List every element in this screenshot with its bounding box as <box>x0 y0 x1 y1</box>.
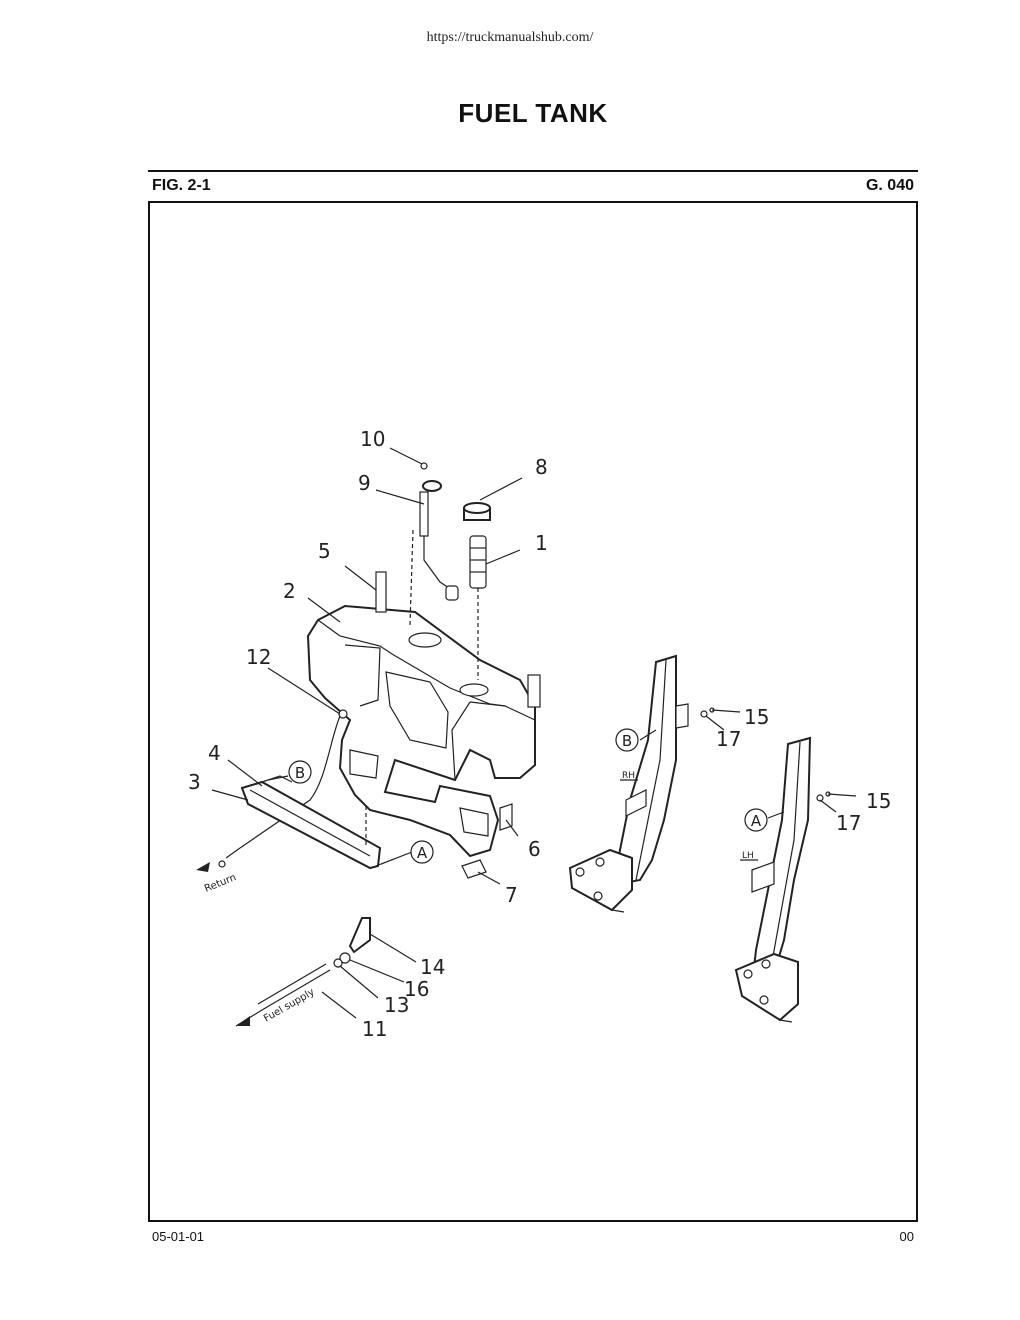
svg-text:A: A <box>751 812 762 830</box>
marker-a-tank: A <box>410 840 434 864</box>
marker-b-rh-column: B <box>615 728 639 752</box>
callout-15-lh: 15 <box>866 789 891 813</box>
callout-1: 1 <box>535 531 548 555</box>
return-label: Return <box>203 872 238 895</box>
rh-support-column <box>568 654 715 913</box>
callout-9: 9 <box>358 471 371 495</box>
svg-text:A: A <box>417 844 428 862</box>
callout-13: 13 <box>384 993 409 1017</box>
marker-b-tank: B <box>288 760 312 784</box>
callout-17-rh: 17 <box>716 727 741 751</box>
fuel-level-sender <box>409 480 459 626</box>
diagram-frame <box>148 201 918 1222</box>
callout-5: 5 <box>318 539 331 563</box>
callout-6: 6 <box>528 837 541 861</box>
fuel-supply-arrow-icon <box>236 1016 250 1026</box>
footer-date-code: 05-01-01 <box>152 1229 205 1244</box>
callout-12: 12 <box>246 645 271 669</box>
rh-label: RH <box>622 771 635 781</box>
lh-support-column <box>734 736 831 1023</box>
callout-15-rh: 15 <box>744 705 769 729</box>
callout-14: 14 <box>420 955 445 979</box>
label-plate <box>375 571 387 613</box>
callout-2: 2 <box>283 579 296 603</box>
return-hose <box>225 715 341 859</box>
callout-numbers: 10 9 8 1 5 2 12 4 3 6 7 14 16 13 11 15 1… <box>188 427 891 1041</box>
callout-11: 11 <box>362 1017 387 1041</box>
source-url[interactable]: https://truckmanualshub.com/ <box>426 30 594 45</box>
return-arrow-icon <box>196 860 226 872</box>
group-number: G. 040 <box>865 177 914 194</box>
callout-17-lh: 17 <box>836 811 861 835</box>
marker-a-lh-column: A <box>744 808 768 832</box>
callout-10: 10 <box>360 427 385 451</box>
callout-3: 3 <box>188 770 201 794</box>
footer-revision: 00 <box>899 1229 914 1244</box>
header-rule <box>148 170 918 172</box>
page-title: FUEL TANK <box>458 98 608 128</box>
callout-4: 4 <box>208 741 221 765</box>
lh-label: LH <box>742 851 754 861</box>
filler-strainer <box>469 535 487 680</box>
svg-text:B: B <box>295 764 305 782</box>
sender-screw <box>420 462 428 470</box>
return-fitting <box>338 709 348 719</box>
leader-lines <box>211 447 857 1019</box>
callout-8: 8 <box>535 455 548 479</box>
svg-text:B: B <box>622 732 632 750</box>
callout-16: 16 <box>404 977 429 1001</box>
filler-cap <box>463 502 491 521</box>
fuel-tank <box>306 604 541 858</box>
figure-label: FIG. 2-1 <box>152 177 211 194</box>
bracket-7 <box>461 859 487 879</box>
callout-7: 7 <box>505 883 518 907</box>
